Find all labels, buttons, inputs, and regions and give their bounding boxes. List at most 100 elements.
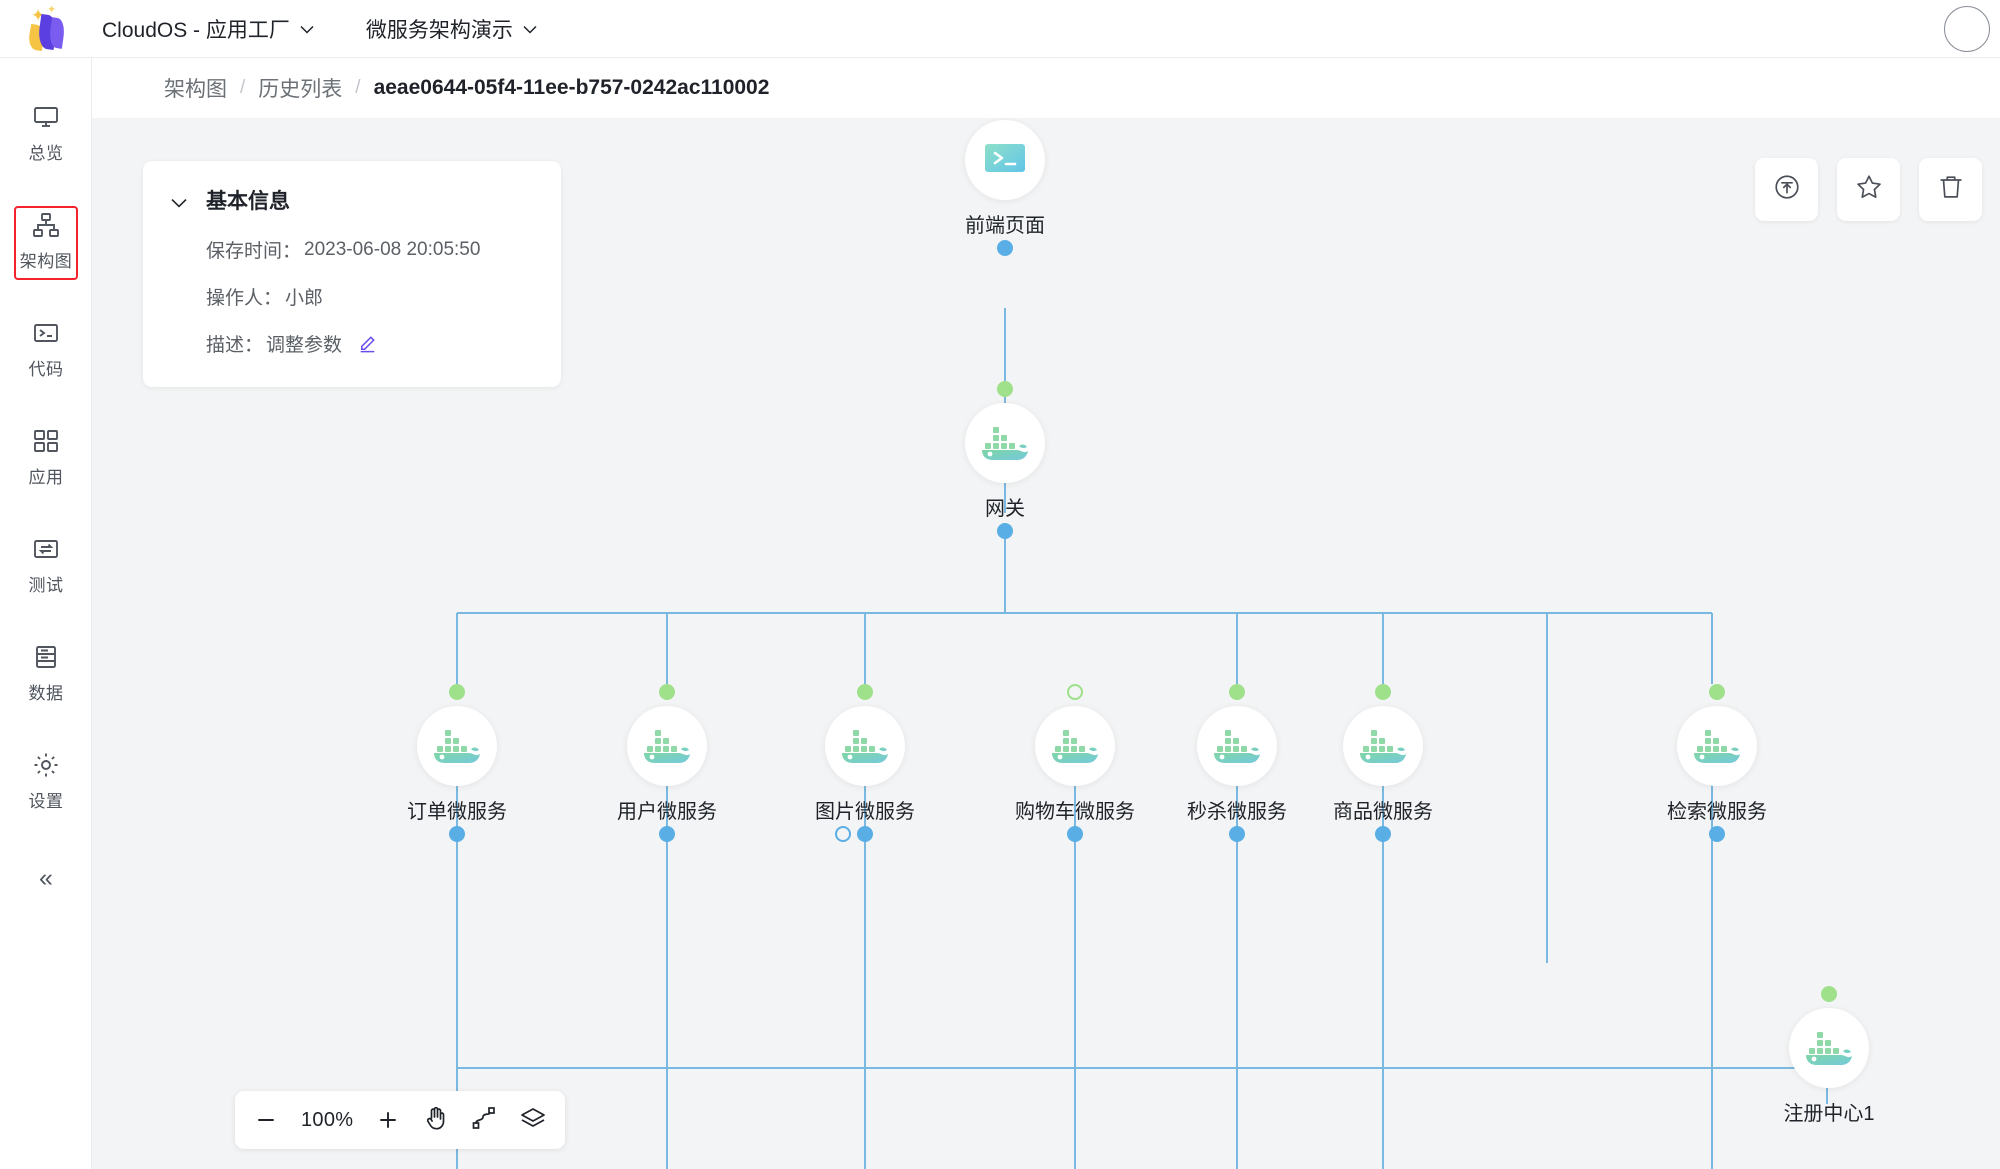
app-name: CloudOS - 应用工厂 (102, 18, 290, 42)
zoom-in-button[interactable] (375, 1105, 401, 1135)
node-out-port[interactable] (659, 826, 675, 842)
graph-node-user[interactable]: 用户微服务 (602, 684, 732, 842)
node-out-port[interactable] (1375, 826, 1391, 842)
node-out-port-secondary[interactable] (835, 826, 851, 842)
node-in-port[interactable] (1709, 684, 1725, 700)
save-time-row: 保存时间： 2023-06-08 20:05:50 (206, 236, 533, 263)
breadcrumb-separator: / (355, 77, 361, 98)
star-icon (1854, 172, 1884, 207)
pencil-edit-icon[interactable] (358, 334, 377, 353)
node-in-port[interactable] (1067, 684, 1083, 700)
graph-node-cart[interactable]: 购物车微服务 (1010, 684, 1140, 842)
sidebar-item-apps[interactable]: 应用 (0, 416, 92, 498)
node-out-port[interactable] (449, 826, 465, 842)
favorite-button[interactable] (1837, 158, 1900, 221)
node-label: 前端页面 (965, 215, 1045, 237)
zoom-out-button[interactable] (253, 1105, 279, 1135)
project-switcher[interactable]: 微服务架构演示 (366, 14, 537, 44)
docker-icon (1049, 722, 1101, 771)
sidebar-label: 数据 (28, 684, 64, 703)
breadcrumb-item-current: aeae0644-05f4-11ee-b757-0242ac110002 (373, 76, 770, 99)
node-disc (417, 706, 497, 786)
sidebar-item-code[interactable]: 代码 (0, 308, 92, 390)
project-name: 微服务架构演示 (365, 18, 513, 42)
node-disc (1197, 706, 1277, 786)
breadcrumb-separator: / (240, 77, 246, 98)
node-in-port[interactable] (857, 684, 873, 700)
graph-node-order[interactable]: 订单微服务 (392, 684, 522, 842)
node-out-port[interactable] (1067, 826, 1083, 842)
docker-icon (979, 419, 1031, 468)
zoom-level-label: 100% (301, 1108, 354, 1131)
gear-icon (31, 750, 61, 780)
node-out-port[interactable] (857, 826, 873, 842)
graph-node-search[interactable]: 检索微服务 (1652, 684, 1782, 842)
breadcrumb-item-architecture[interactable]: 架构图 (164, 78, 227, 101)
node-disc (825, 706, 905, 786)
node-out-port[interactable] (1709, 826, 1725, 842)
terminal-app-icon (982, 135, 1028, 186)
docker-icon (1803, 1024, 1855, 1073)
node-out-port[interactable] (997, 240, 1013, 256)
sidebar-label: 设置 (28, 792, 64, 811)
app-switcher[interactable]: CloudOS - 应用工厂 (102, 14, 314, 44)
graph-node-gateway[interactable]: 网关 (940, 381, 1070, 539)
layers-button[interactable] (519, 1105, 547, 1135)
node-in-port[interactable] (659, 684, 675, 700)
chevron-down-icon (523, 25, 537, 34)
swap-icon (31, 534, 61, 564)
sidebar-item-test[interactable]: 测试 (0, 524, 92, 606)
node-label: 注册中心1 (1783, 1103, 1875, 1125)
connector-icon (471, 1105, 497, 1136)
graph-node-frontend[interactable]: 前端页面 (940, 120, 1070, 256)
node-disc (1789, 1008, 1869, 1088)
node-label: 订单微服务 (407, 801, 507, 823)
terminal-icon (31, 318, 61, 348)
node-disc (965, 403, 1045, 483)
description-row: 描述： 调整参数 (206, 330, 533, 357)
node-label: 购物车微服务 (1015, 801, 1135, 823)
graph-node-product[interactable]: 商品微服务 (1318, 684, 1448, 842)
node-in-port[interactable] (1821, 986, 1837, 1002)
logo-mark: ✦ ✦ (23, 4, 69, 51)
node-label: 用户微服务 (617, 801, 717, 823)
operator-value: 小郎 (285, 288, 324, 309)
graph: 前端页面 (92, 118, 2000, 1169)
operator-row: 操作人： 小郎 (206, 283, 533, 310)
graph-node-image[interactable]: 图片微服务 (800, 684, 930, 842)
sidebar-item-settings[interactable]: 设置 (0, 740, 92, 822)
basic-info-title: 基本信息 (206, 190, 290, 213)
save-time-label: 保存时间： (206, 241, 302, 262)
cloudos-logo[interactable]: ✦ ✦ (0, 0, 92, 58)
node-in-port[interactable] (1375, 684, 1391, 700)
layers-icon (519, 1105, 547, 1136)
basic-info-header[interactable]: 基本信息 (171, 185, 533, 215)
sidebar-item-data[interactable]: 数据 (0, 632, 92, 714)
node-in-port[interactable] (1229, 684, 1245, 700)
node-out-port[interactable] (1229, 826, 1245, 842)
restore-button[interactable] (1755, 158, 1818, 221)
node-out-port[interactable] (997, 523, 1013, 539)
node-label: 图片微服务 (815, 801, 915, 823)
sidebar-collapse-button[interactable]: « (0, 848, 92, 908)
node-label: 秒杀微服务 (1187, 801, 1287, 823)
sidebar-item-architecture[interactable]: 架构图 (0, 200, 92, 282)
docker-icon (431, 722, 483, 771)
edge-tool-button[interactable] (471, 1105, 497, 1135)
sparkle-small-icon: ✦ (47, 3, 57, 16)
pan-tool-button[interactable] (423, 1105, 449, 1135)
sidebar-item-overview[interactable]: 总览 (0, 92, 92, 174)
graph-node-seckill[interactable]: 秒杀微服务 (1172, 684, 1302, 842)
architecture-canvas[interactable]: 前端页面 (92, 118, 2000, 1169)
breadcrumb-item-history[interactable]: 历史列表 (258, 78, 343, 101)
delete-button[interactable] (1919, 158, 1982, 221)
canvas-actions (1755, 158, 1982, 221)
avatar[interactable] (1944, 6, 1990, 52)
node-disc (965, 120, 1045, 200)
docker-icon (1357, 722, 1409, 771)
basic-info-panel: 基本信息 保存时间： 2023-06-08 20:05:50 操作人： 小郎 描… (143, 161, 561, 387)
sidebar-label: 应用 (28, 468, 64, 487)
graph-node-registry1[interactable]: 注册中心1 (1764, 986, 1894, 1126)
node-in-port[interactable] (449, 684, 465, 700)
node-in-port[interactable] (997, 381, 1013, 397)
